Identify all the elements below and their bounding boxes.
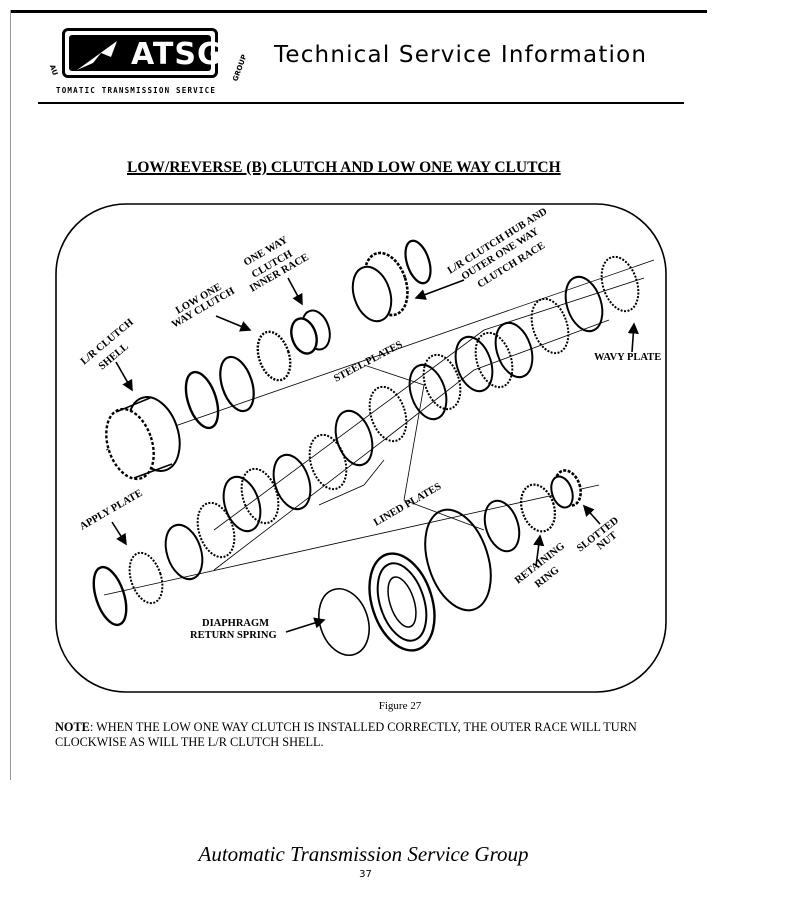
label-apply-plate: APPLY PLATE <box>78 488 145 533</box>
logo-inner: ATSG <box>69 35 222 72</box>
logo-subtitle: TOMATIC TRANSMISSION SERVICE <box>56 86 217 95</box>
lower-plate-stack <box>92 501 236 627</box>
label-diaphragm-2: RETURN SPRING <box>190 630 277 641</box>
logo-corner-right: GROUP <box>231 53 249 83</box>
diaphragm-spring-part <box>318 588 370 656</box>
small-ring <box>483 499 521 553</box>
label-hub-1: L/R CLUTCH HUB AND <box>446 206 550 277</box>
section-title: LOW/REVERSE (B) CLUTCH AND LOW ONE WAY C… <box>127 159 561 176</box>
callout-arrows <box>111 277 639 633</box>
diagram-frame <box>55 203 667 693</box>
page-header-title: Technical Service Information <box>274 42 648 68</box>
top-border-rule <box>10 10 707 13</box>
note-text: : WHEN THE LOW ONE WAY CLUTCH IS INSTALL… <box>55 720 637 749</box>
clutch-hub-part <box>351 239 432 323</box>
upper-axis-line <box>105 259 655 451</box>
lr-clutch-shell-part <box>105 396 181 481</box>
retaining-ring-part <box>519 483 557 533</box>
logo-corner-left: AU <box>47 63 60 77</box>
page-number: 37 <box>359 869 372 880</box>
exploded-view-diagram: L/R CLUTCH SHELL LOW ONE WAY CLUTCH ONE … <box>55 203 667 693</box>
logo-frame: ATSG <box>62 28 222 78</box>
piston-part <box>368 552 436 652</box>
left-margin-rule <box>10 10 11 780</box>
label-wavy-plate: WAVY PLATE <box>594 352 661 363</box>
seal-ring <box>424 508 492 612</box>
header-rule <box>38 102 684 104</box>
snap-ring-upper-1 <box>184 370 220 430</box>
label-steel-plates: STEEL PLATES <box>332 339 404 384</box>
label-lined-plates: LINED PLATES <box>372 481 443 529</box>
plate-callout-lines <box>213 277 645 571</box>
upper-plate-stack <box>408 255 640 421</box>
logo-text: ATSG <box>131 37 223 72</box>
inner-race-part <box>290 309 331 355</box>
low-one-way-clutch-part <box>256 330 292 382</box>
label-diaphragm-1: DIAPHRAGM <box>202 618 269 629</box>
note-label: NOTE <box>55 720 90 734</box>
atsg-logo: ATSG AU TOMATIC TRANSMISSION SERVICE GRO… <box>47 28 248 100</box>
lower-axis-line <box>103 484 600 596</box>
middle-plate-stack <box>222 385 408 533</box>
footer-title: Automatic Transmission Service Group <box>198 842 529 866</box>
slotted-nut-part <box>550 469 582 509</box>
note-paragraph: NOTE: WHEN THE LOW ONE WAY CLUTCH IS INS… <box>55 720 695 750</box>
logo-jet-icon <box>77 41 117 70</box>
figure-caption: Figure 27 <box>378 700 422 712</box>
snap-ring-upper-2 <box>219 355 255 413</box>
